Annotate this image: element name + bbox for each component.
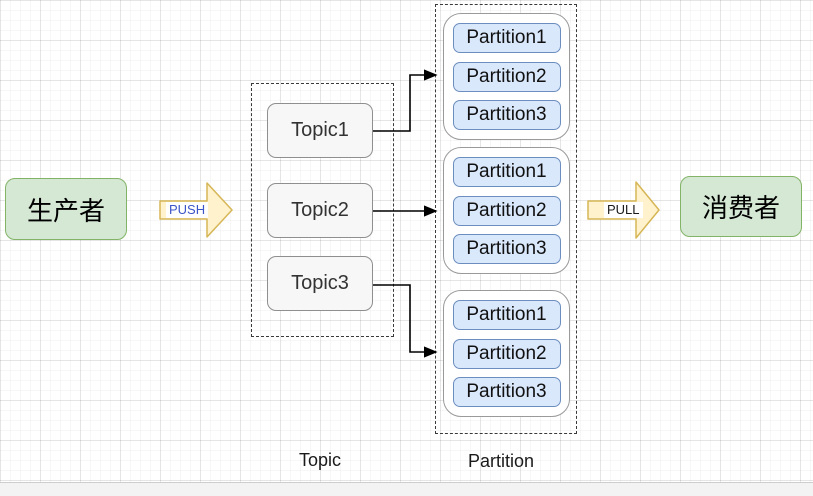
- topic1-label: Topic1: [291, 119, 349, 141]
- partition-node[interactable]: Partition1: [452, 156, 561, 187]
- topic-section-caption: Topic: [298, 450, 342, 470]
- partition-node[interactable]: Partition2: [452, 338, 561, 369]
- partition-node[interactable]: Partition3: [452, 377, 561, 408]
- topic2-label: Topic2: [291, 199, 349, 221]
- partition-node[interactable]: Partition1: [452, 22, 561, 53]
- partition-section-caption: Partition: [467, 451, 535, 471]
- partition-node[interactable]: Partition3: [452, 100, 561, 131]
- partition-group-3[interactable]: Partition1 Partition2 Partition3: [443, 290, 570, 417]
- partition-node[interactable]: Partition3: [452, 234, 561, 265]
- topic1-node[interactable]: Topic1: [267, 103, 373, 158]
- partition-node[interactable]: Partition2: [452, 195, 561, 226]
- partition-group-1[interactable]: Partition1 Partition2 Partition3: [443, 13, 570, 140]
- topic-dashed-container[interactable]: [251, 83, 394, 337]
- producer-label: 生产者: [26, 195, 105, 226]
- consumer-node[interactable]: 消费者: [680, 176, 802, 237]
- pull-arrow-label: PULL: [604, 202, 643, 218]
- topic3-node[interactable]: Topic3: [267, 256, 373, 311]
- grid-background: [0, 0, 813, 483]
- producer-node[interactable]: 生产者: [5, 178, 127, 240]
- partition-dashed-container[interactable]: [435, 4, 577, 434]
- push-arrow-label: PUSH: [166, 202, 209, 218]
- topic2-node[interactable]: Topic2: [267, 183, 373, 238]
- canvas-bottom-edge: [0, 482, 813, 496]
- consumer-label: 消费者: [701, 193, 780, 223]
- topic3-label: Topic3: [291, 272, 349, 294]
- partition-node[interactable]: Partition1: [452, 299, 561, 330]
- partition-node[interactable]: Partition2: [452, 61, 561, 92]
- partition-group-2[interactable]: Partition1 Partition2 Partition3: [443, 147, 570, 274]
